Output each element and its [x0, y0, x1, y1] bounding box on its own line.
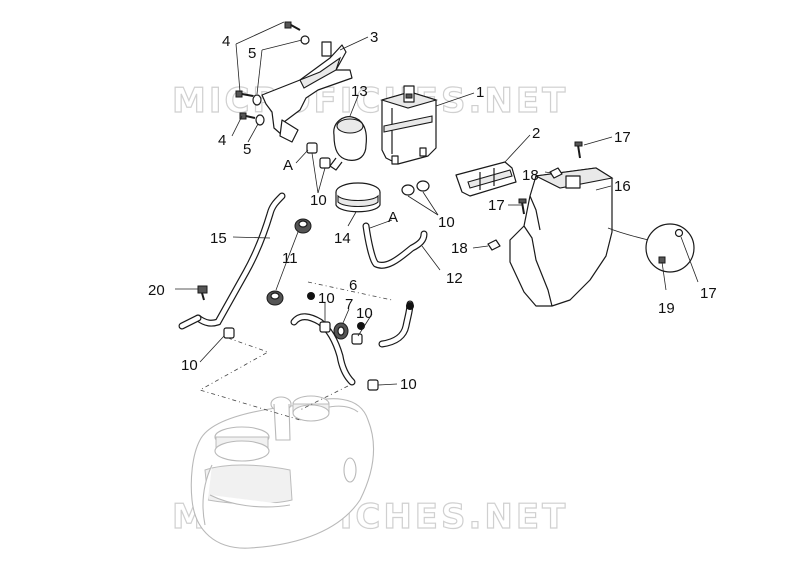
- clamp-14: [335, 182, 381, 213]
- hose-12: [362, 222, 428, 269]
- callout-a-left: A: [283, 157, 293, 174]
- washer-5-upper: [252, 35, 310, 106]
- callout-13: 13: [351, 83, 368, 100]
- callout-5-upper: 5: [248, 45, 256, 62]
- callout-2: 2: [532, 125, 540, 142]
- watermark-top: MICROFICHES.NET: [172, 81, 568, 121]
- grommet-11: [266, 218, 312, 306]
- hose-15: [178, 192, 286, 330]
- valve-7: [333, 322, 349, 340]
- callout-10-bottle: 10: [310, 192, 327, 209]
- callout-16: 16: [614, 178, 631, 195]
- callout-10-left: 10: [181, 357, 198, 374]
- callout-7: 7: [345, 296, 353, 313]
- callout-4-lower: 4: [218, 132, 226, 149]
- canister-1: [380, 85, 438, 165]
- callout-19: 19: [658, 300, 675, 317]
- washer-5-lower: [255, 114, 265, 126]
- callout-15: 15: [210, 230, 227, 247]
- callout-5-lower: 5: [243, 141, 251, 158]
- callout-17-lower: 17: [700, 285, 717, 302]
- callout-11: 11: [282, 250, 298, 267]
- fitting-10: [223, 142, 430, 391]
- fuel-tank: [190, 395, 375, 549]
- sticker-19: [607, 223, 695, 273]
- bolt-4-lower: [239, 112, 256, 120]
- bracket-3: [261, 41, 353, 143]
- cover-16: [509, 167, 614, 307]
- clip-18: [487, 167, 563, 251]
- leader-lines: [175, 21, 699, 386]
- callout-4-upper: 4: [222, 33, 230, 50]
- callout-18-upper: 18: [522, 167, 539, 184]
- callout-a-right: A: [388, 209, 398, 226]
- callout-6: 6: [349, 277, 357, 294]
- callout-labels: 4 5 3 13 1 2 17 4 5 A 10 18 16 17 10 A 1…: [148, 29, 717, 393]
- callout-10-bottom: 10: [400, 376, 417, 393]
- bolt-4-upper: [235, 21, 301, 98]
- callout-20: 20: [148, 282, 165, 299]
- callout-10-hose-left: 10: [318, 290, 335, 307]
- callout-1: 1: [476, 84, 484, 101]
- callout-14: 14: [334, 230, 351, 247]
- alignment-lines: [198, 281, 393, 421]
- bottle-13: [329, 116, 367, 171]
- callout-10-hose-right: 10: [356, 305, 373, 322]
- rack-2: [455, 161, 517, 197]
- callout-18-lower: 18: [451, 240, 468, 257]
- callout-17-upper: 17: [614, 129, 631, 146]
- callout-12: 12: [446, 270, 463, 287]
- screw-17: [518, 141, 583, 215]
- callout-3: 3: [370, 29, 378, 46]
- callout-10-canister: 10: [438, 214, 455, 231]
- callout-17-middle: 17: [488, 197, 505, 214]
- bolt-20: [197, 285, 208, 301]
